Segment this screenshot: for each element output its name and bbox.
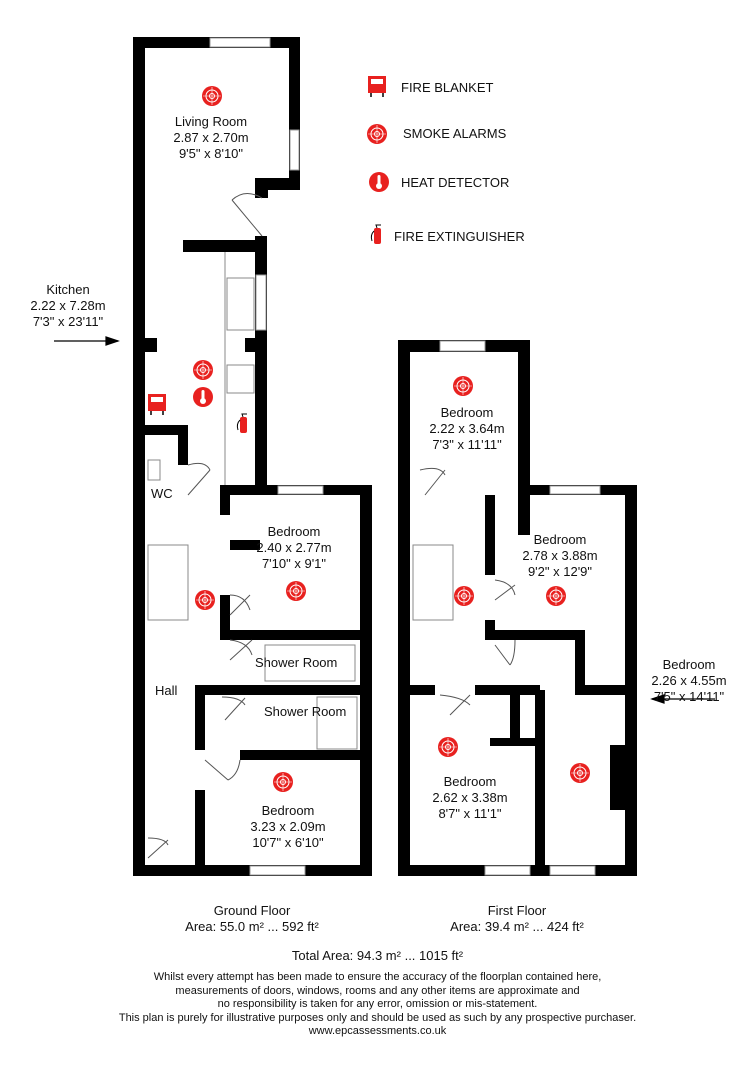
ground-floor-windows (209, 37, 324, 876)
legend-fire-extinguisher: FIRE EXTINGUISHER (394, 229, 525, 244)
heat-detector-icon (369, 172, 389, 192)
total-area: Total Area: 94.3 m² ... 1015 ft² (291, 948, 464, 963)
website-link[interactable]: www.epcassessments.co.uk (308, 1025, 447, 1037)
smoke-alarm-icon (452, 375, 474, 397)
smoke-alarm-icon (569, 762, 591, 784)
kitchen-fittings (147, 252, 358, 750)
smoke-alarm-icon (453, 585, 475, 607)
smoke-alarm-icon (192, 359, 214, 381)
heat-detector-icon (193, 387, 213, 407)
room-wc: WC (151, 486, 173, 501)
legend-smoke-alarms: SMOKE ALARMS (403, 126, 507, 141)
fire-extinguisher-icon (370, 224, 382, 245)
legend-fire-blanket: FIRE BLANKET (401, 80, 494, 95)
smoke-alarm-icon (366, 123, 388, 145)
smoke-alarm-icon (285, 580, 307, 602)
smoke-alarm-icon (545, 585, 567, 607)
doors (147, 193, 516, 859)
smoke-alarm-icon (194, 589, 216, 611)
fire-blanket-icon (147, 393, 167, 416)
disclaimer: Whilst every attempt has been made to en… (0, 971, 755, 1039)
first-floor-windows (439, 340, 601, 876)
room-shower-1: Shower Room (255, 655, 338, 670)
arrows (54, 336, 715, 704)
smoke-alarm-icon (272, 771, 294, 793)
smoke-alarm-icon (201, 85, 223, 107)
stairs (147, 544, 454, 621)
smoke-alarm-icon (437, 736, 459, 758)
room-hall: Hall (155, 683, 178, 698)
fire-blanket-icon (367, 75, 387, 98)
legend-heat-detector: HEAT DETECTOR (401, 175, 510, 190)
ground-floor-walls (133, 37, 372, 876)
fire-extinguisher-icon (236, 413, 248, 434)
room-shower-2: Shower Room (264, 704, 347, 719)
